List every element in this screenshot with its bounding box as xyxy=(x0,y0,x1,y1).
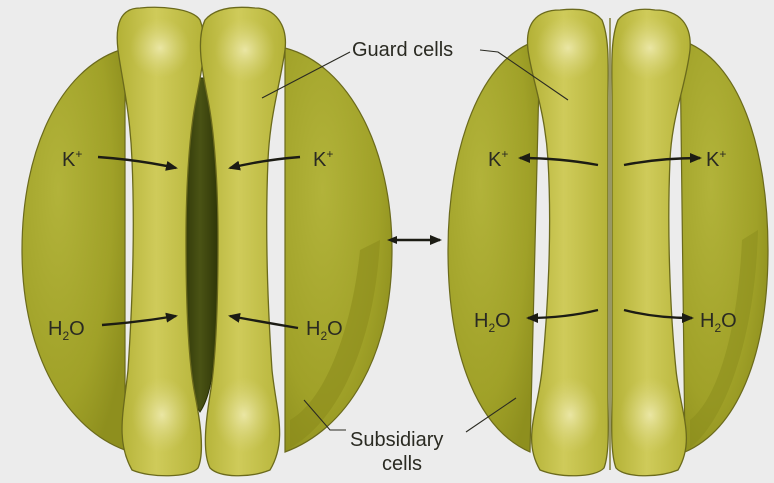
guard-cells-label: Guard cells xyxy=(352,39,453,61)
guard-cell-highlight xyxy=(130,18,190,78)
guard-cell-highlight xyxy=(132,377,192,453)
subsidiary-cells-label-line2: cells xyxy=(382,453,422,475)
subsidiary-cells-label-line1: Subsidiary xyxy=(350,429,443,451)
closed-stoma: K+ K+ H2O H2O xyxy=(448,9,768,475)
subsidiary-cell-left-open xyxy=(22,50,125,450)
guard-cell-highlight xyxy=(215,18,275,82)
guard-cell-highlight xyxy=(214,377,274,453)
open-stoma: K+ K+ H2O H2O xyxy=(22,7,392,475)
guard-cell-highlight xyxy=(540,377,600,453)
guard-cell-highlight xyxy=(618,16,682,80)
guard-cell-highlight xyxy=(536,16,600,80)
guard-cell-highlight xyxy=(620,377,680,453)
subsidiary-cell-left-closed xyxy=(448,40,540,452)
